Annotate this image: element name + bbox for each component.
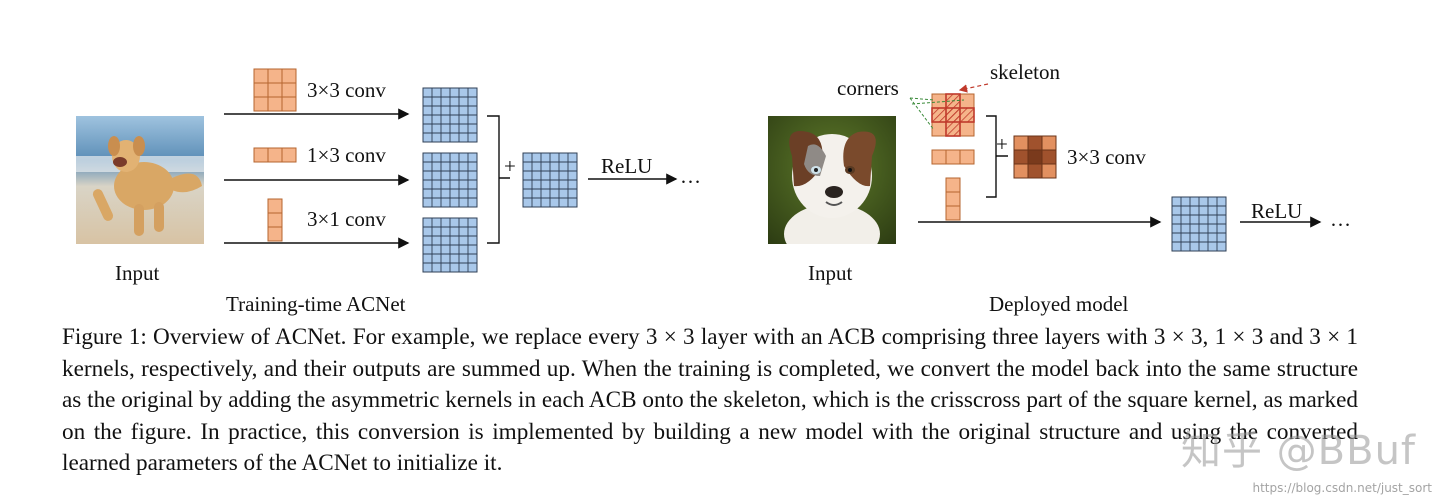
aussie-dog-picture: [768, 116, 896, 244]
subtitle-training: Training-time ACNet: [226, 292, 406, 316]
relu-label-training: ReLU: [601, 154, 653, 178]
label-1x3-conv-training: 1×3 conv: [307, 143, 386, 167]
kernel-3x3-training: [253, 68, 297, 112]
merged-kernel-3x3: [1013, 135, 1057, 179]
feature-map-3x3-branch: [422, 87, 478, 143]
input-image-dog-beach: [76, 116, 204, 244]
subtitle-deployed: Deployed model: [989, 292, 1129, 316]
acnet-figure: 3×3 conv 1×3 conv 3×1 conv + ReLU … Inpu…: [76, 60, 1351, 316]
corners-pointers: [909, 97, 965, 131]
skeleton-kernel: [931, 93, 975, 137]
input-label-training: Input: [115, 261, 160, 285]
feature-maps-training: [422, 87, 578, 273]
input-image-aussie: [768, 116, 896, 244]
sum-bracket-training: [487, 115, 510, 244]
plus-sign-training: +: [504, 154, 516, 178]
label-3x3-conv-training: 3×3 conv: [307, 78, 386, 102]
figure-caption: Figure 1: Overview of ACNet. For example…: [62, 324, 1358, 477]
ellipsis-deployed: …: [1330, 207, 1351, 231]
label-3x1-conv-training: 3×1 conv: [307, 207, 386, 231]
plus-sign-deployed: +: [996, 132, 1008, 156]
feature-map-deployed-output: [1171, 196, 1227, 252]
kernel-1x3-training: [253, 147, 297, 163]
kernel-3x1-deployed: [945, 177, 961, 221]
watermark-url: https://blog.csdn.net/just_sort: [1252, 481, 1433, 495]
skeleton-label: skeleton: [990, 60, 1060, 84]
watermark-zhihu: 知乎 @BBuf: [1180, 428, 1416, 474]
feature-map-summed: [522, 152, 578, 208]
kernel-1x3-deployed: [931, 149, 975, 165]
feature-map-1x3-branch: [422, 152, 478, 208]
dog-beach-picture: [76, 116, 204, 244]
input-label-deployed: Input: [808, 261, 853, 285]
feature-map-3x1-branch: [422, 217, 478, 273]
label-3x3-conv-deployed: 3×3 conv: [1067, 145, 1146, 169]
sum-bracket-deployed: [986, 115, 1008, 198]
relu-label-deployed: ReLU: [1251, 199, 1303, 223]
figure-graphics: [224, 68, 1322, 273]
ellipsis-training: …: [680, 164, 701, 188]
kernel-3x1-training: [267, 198, 283, 242]
skeleton-pointer: [958, 83, 989, 93]
corners-label: corners: [837, 76, 899, 100]
